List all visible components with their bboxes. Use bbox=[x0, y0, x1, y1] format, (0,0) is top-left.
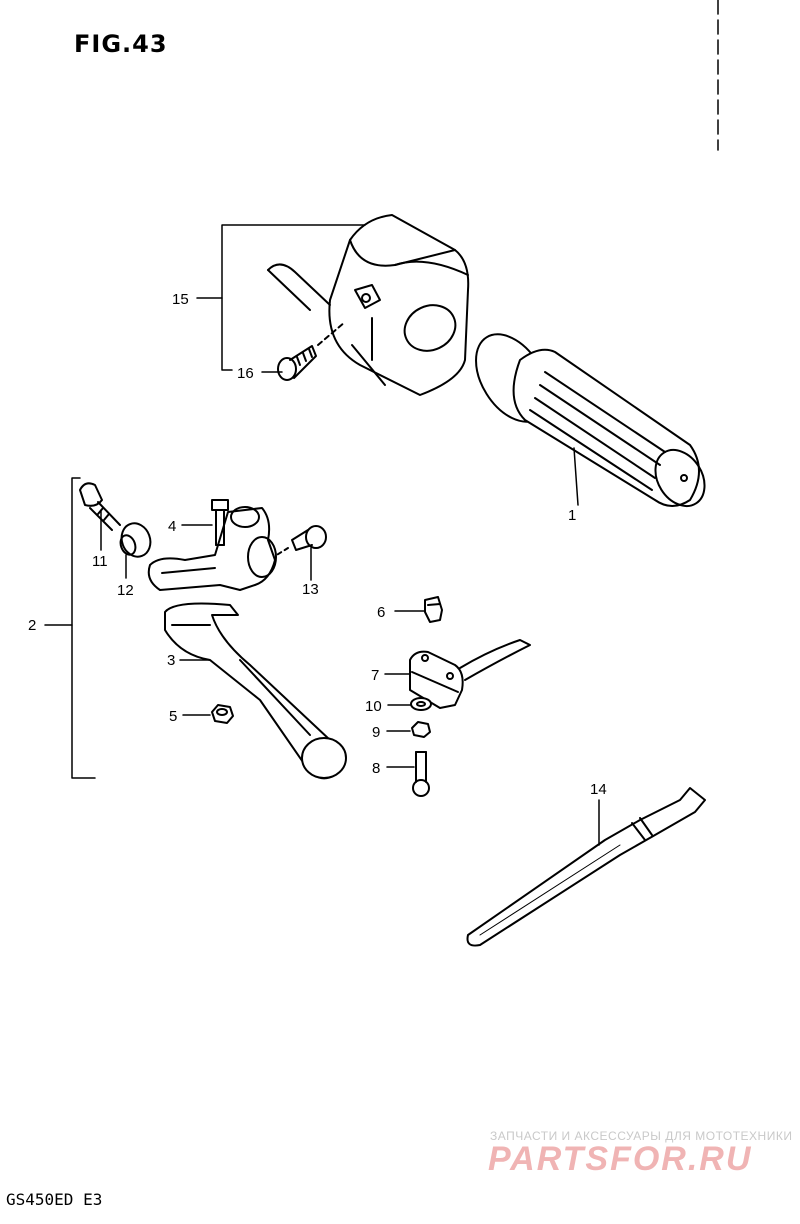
callout-1: 1 bbox=[568, 507, 576, 524]
screw-part-16 bbox=[277, 321, 346, 381]
callout-labels: 1 2 3 4 5 6 7 8 9 10 11 12 13 14 15 16 bbox=[28, 291, 607, 798]
screw-part-13 bbox=[274, 525, 327, 557]
callout-7: 7 bbox=[371, 667, 379, 684]
callout-9: 9 bbox=[372, 724, 380, 741]
callout-16: 16 bbox=[237, 365, 254, 382]
watermark-logo: PARTSFOR.RU bbox=[488, 1140, 753, 1178]
callout-10: 10 bbox=[365, 698, 382, 715]
callout-4: 4 bbox=[168, 518, 176, 535]
watermark-tagline: ЗАПЧАСТИ И АКСЕССУАРЫ ДЛЯ МОТОТЕХНИКИ bbox=[490, 1129, 793, 1143]
washer-part-12 bbox=[119, 522, 152, 558]
callout-5: 5 bbox=[169, 708, 177, 725]
nut-part-5 bbox=[211, 704, 234, 724]
clutch-lever-part-3 bbox=[164, 602, 347, 780]
washer-part-10 bbox=[410, 697, 432, 711]
leader-lines bbox=[44, 224, 600, 846]
callout-13: 13 bbox=[302, 581, 319, 598]
nut-part-9 bbox=[411, 721, 431, 738]
callout-11: 11 bbox=[92, 553, 108, 570]
model-code: GS450ED E3 bbox=[6, 1190, 103, 1209]
cap-part-6 bbox=[424, 596, 443, 623]
switch-housing-part-15 bbox=[267, 214, 470, 396]
bolt-part-4 bbox=[211, 499, 229, 546]
callout-15: 15 bbox=[172, 291, 189, 308]
callout-12: 12 bbox=[117, 582, 134, 599]
callout-2: 2 bbox=[28, 617, 36, 634]
screw-part-8 bbox=[412, 751, 430, 797]
callout-8: 8 bbox=[372, 760, 380, 777]
callout-3: 3 bbox=[167, 652, 175, 669]
callout-6: 6 bbox=[377, 604, 385, 621]
bolt-part-11 bbox=[79, 482, 121, 531]
clutch-switch-part-7 bbox=[409, 639, 531, 709]
figure-title: FIG.43 bbox=[74, 30, 168, 58]
handlebar-grip-part-1 bbox=[475, 333, 706, 507]
lever-holder-bracket bbox=[147, 506, 277, 591]
callout-14: 14 bbox=[590, 781, 607, 798]
cable-tie-part-14 bbox=[466, 787, 706, 947]
